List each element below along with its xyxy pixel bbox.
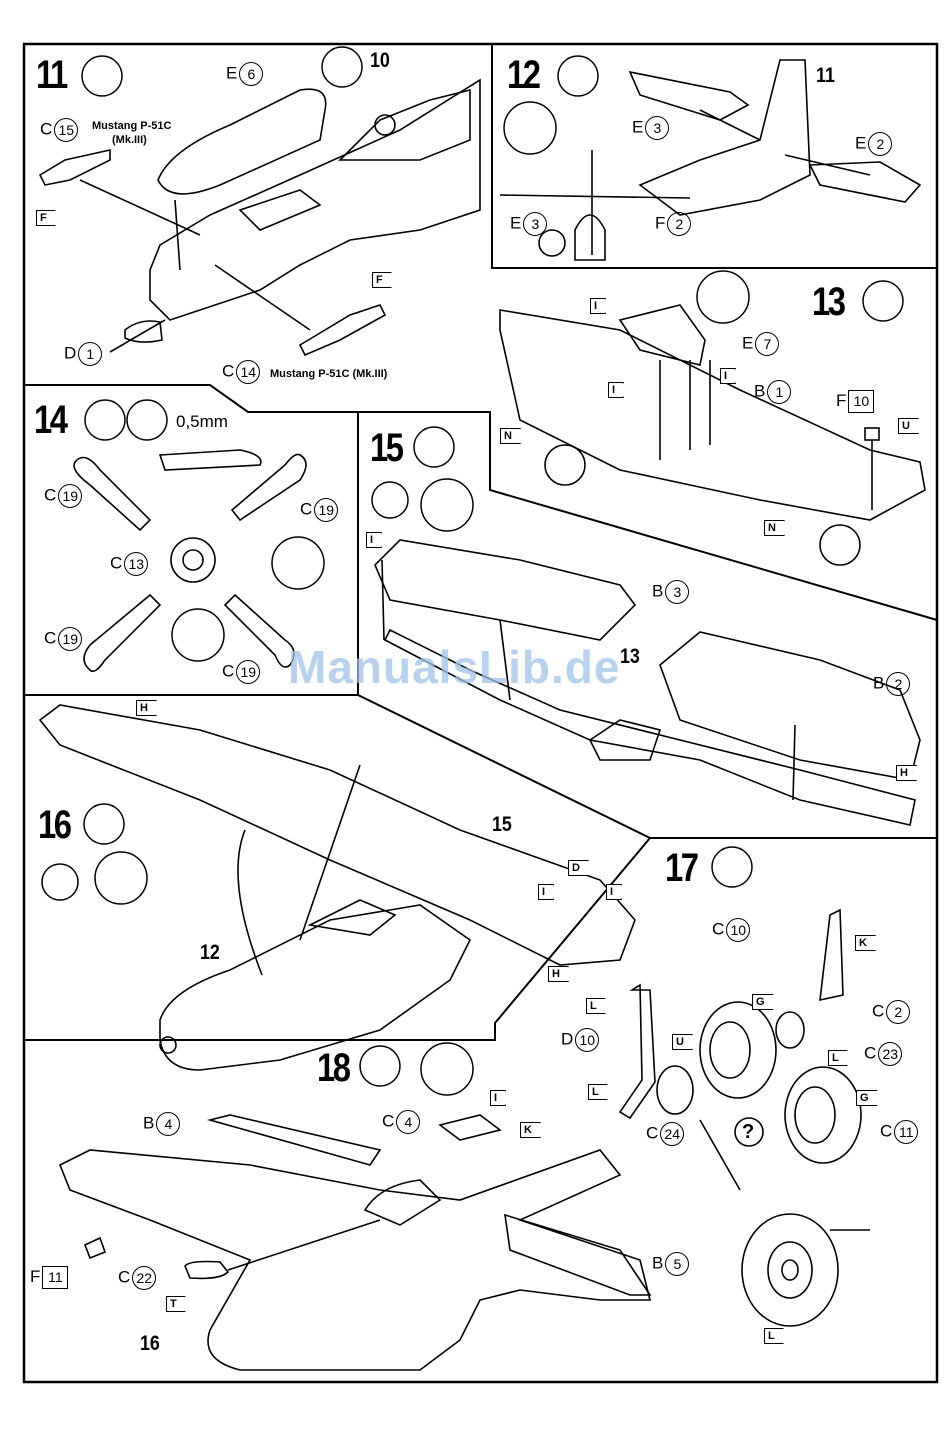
drying-time-clock-icons <box>95 102 749 1095</box>
step-number-16: 16 <box>38 805 70 845</box>
variant-note-top-2: (Mk.III) <box>112 134 147 147</box>
decal-icons <box>42 47 408 900</box>
step-number-17: 17 <box>665 848 697 888</box>
reference-step-16: 16 <box>140 1333 160 1354</box>
reference-step-12: 12 <box>200 942 220 963</box>
reference-step-15: 15 <box>492 814 512 835</box>
step-number-14: 14 <box>34 400 66 440</box>
step-number-18: 18 <box>317 1048 349 1088</box>
reference-step-11: 11 <box>816 65 835 86</box>
step-number-12: 12 <box>507 55 539 95</box>
reference-step-13: 13 <box>620 646 640 667</box>
step14-propeller-drawing <box>74 450 306 671</box>
reference-step-10: 10 <box>370 50 390 71</box>
question-mark-badge: ? <box>742 1122 754 1142</box>
step13-wing-lower-drawing <box>500 305 925 565</box>
watermark: ManualsLib.de <box>288 640 620 694</box>
step-number-11: 11 <box>36 55 66 95</box>
step-number-13: 13 <box>812 282 844 322</box>
step-number-15: 15 <box>370 428 402 468</box>
drill-icon <box>127 400 167 440</box>
variant-note-top: Mustang P-51C <box>92 120 171 133</box>
variant-note-bottom: Mustang P-51C (Mk.III) <box>270 368 387 381</box>
drill-size-label: 0,5mm <box>176 413 228 430</box>
